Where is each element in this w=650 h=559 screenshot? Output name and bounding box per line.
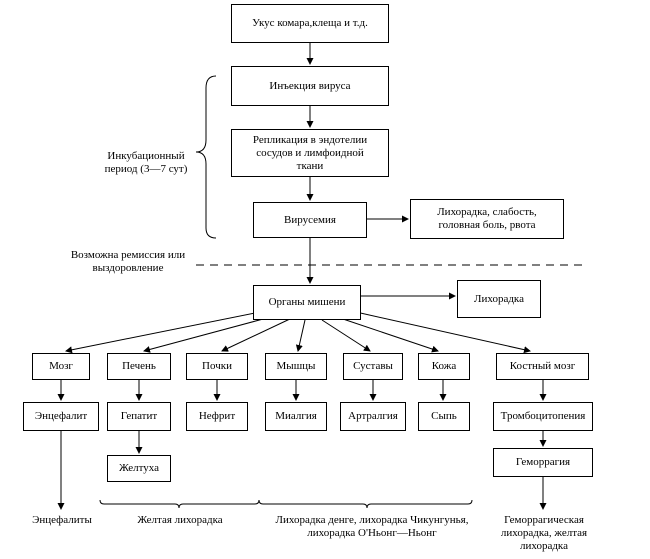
arrow-targets-muscles	[295, 319, 306, 352]
arthralgia-box: Артралгия	[340, 402, 406, 431]
incubation-period-label: Инкубационный период (3—7 сут)	[104, 150, 188, 175]
replication-box: Репликация в эндотелии сосудов и лимфоид…	[231, 129, 389, 177]
bite-box: Укус комара,клеща и т.д.	[231, 4, 389, 43]
encephalitis-box: Энцефалит	[23, 402, 99, 431]
encephalitides-label: Энцефалиты	[32, 514, 92, 526]
fever-weakness-box: Лихорадка, слабость, головная боль, рвот…	[410, 199, 564, 239]
jaundice-box: Желтуха	[107, 455, 171, 482]
arrow-targets-joints	[321, 319, 371, 352]
yellow-fever-label: Желтая лихорадка	[137, 514, 223, 526]
brain-box: Мозг	[32, 353, 90, 380]
dengue-brace	[258, 499, 473, 509]
hemorrhage-box: Геморрагия	[493, 448, 593, 477]
viremia-box: Вирусемия	[253, 202, 367, 238]
bone-marrow-box: Костный мозг	[496, 353, 589, 380]
rash-box: Сыпь	[418, 402, 470, 431]
incubation-brace	[195, 75, 217, 239]
kidneys-box: Почки	[186, 353, 248, 380]
hemorrhagic-fever-label: Геморрагическая лихорадка, желтая лихора…	[500, 514, 588, 552]
skin-box: Кожа	[418, 353, 470, 380]
nephritis-box: Нефрит	[186, 402, 248, 431]
muscles-box: Мышцы	[265, 353, 327, 380]
dengue-fever-label: Лихорадка денге, лихорадка Чикунгунья, л…	[275, 514, 469, 539]
arrow-targets-marrow	[355, 311, 531, 354]
fever-box: Лихорадка	[457, 280, 541, 318]
remission-label: Возможна ремиссия или выздоровление	[70, 249, 186, 274]
yellow-fever-brace	[99, 499, 260, 509]
hepatitis-box: Гепатит	[107, 402, 171, 431]
arrow-targets-kidneys	[221, 317, 293, 352]
joints-box: Суставы	[343, 353, 403, 380]
injection-box: Инъекция вируса	[231, 66, 389, 106]
arrow-targets-liver	[143, 314, 279, 353]
myalgia-box: Миалгия	[265, 402, 327, 431]
target-organs-box: Органы мишени	[253, 285, 361, 320]
thrombocytopenia-box: Тромбоцитопения	[493, 402, 593, 431]
arrow-targets-skin	[339, 317, 439, 353]
arrow-targets-brain	[65, 310, 266, 354]
liver-box: Печень	[107, 353, 171, 380]
